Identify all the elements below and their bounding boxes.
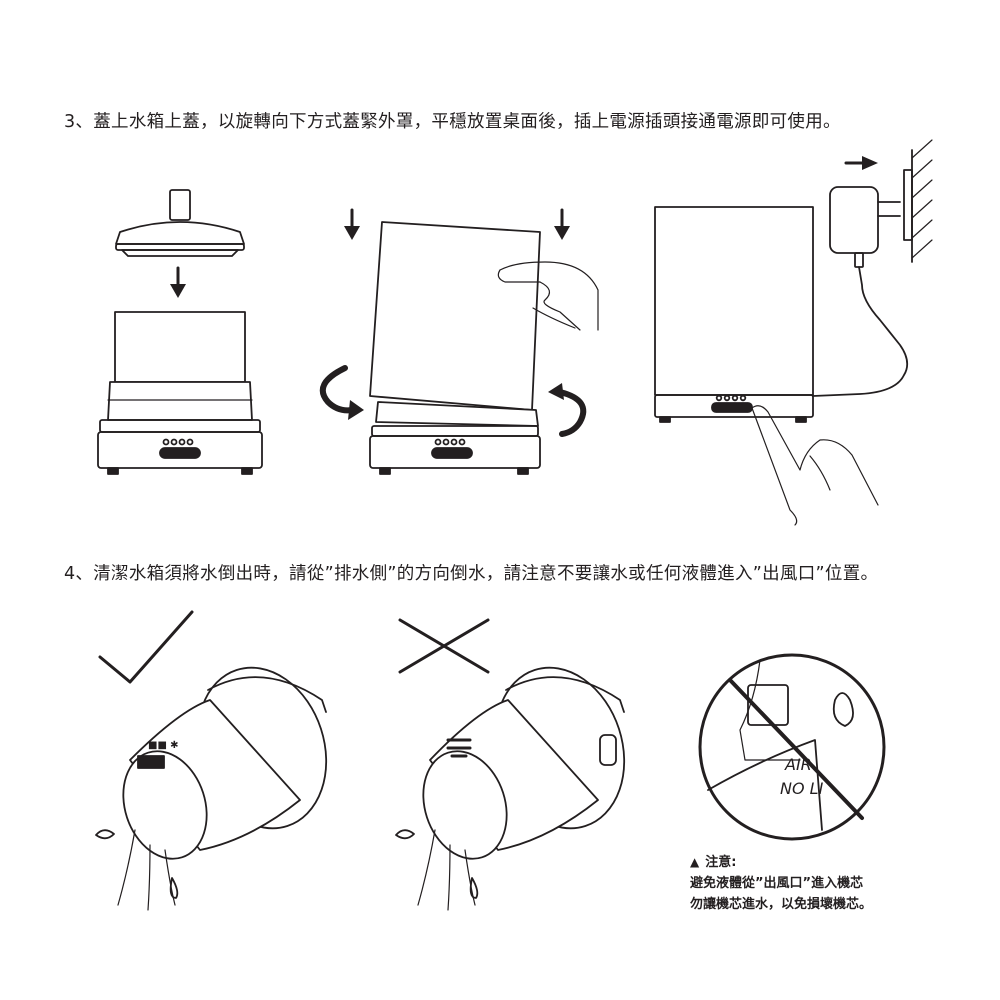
right-arrow-icon — [844, 156, 878, 170]
warning-title: 注意: — [705, 855, 737, 870]
warning-note: ▲ 注意: 避免液體從”出風口”進入機芯 勿讓機芯進水，以免損壞機芯。 — [690, 852, 872, 915]
wall-outlet — [903, 139, 933, 263]
wrong-cross-icon — [398, 618, 490, 674]
humidifier-base-twist — [369, 401, 541, 475]
rotate-arrow-left-icon — [319, 365, 364, 420]
inset-text-air: AIR — [784, 755, 812, 774]
down-arrow-right-icon — [554, 208, 570, 240]
step-3-instruction: 3、蓋上水箱上蓋，以旋轉向下方式蓋緊外罩，平穩放置桌面後，插上電源插頭接通電源即… — [64, 112, 841, 132]
svg-text:■■ ✱: ■■ ✱ — [148, 740, 178, 751]
correct-check-icon — [98, 610, 194, 684]
warning-triangle-icon: ▲ — [690, 855, 700, 869]
hand-pressing-button — [751, 405, 879, 526]
inset-text-no-liquid: NO LI — [780, 779, 824, 798]
hand-holding-cover — [497, 261, 599, 331]
tilted-tank-wrong — [395, 666, 626, 911]
no-liquid-inset: AIR NO LI — [698, 653, 886, 841]
humidifier-base-open — [97, 311, 263, 475]
tilted-tank-correct: ■■ ✱ — [95, 666, 328, 911]
down-arrow-icon — [170, 266, 186, 298]
cover-rotating — [369, 221, 541, 411]
rotate-arrow-right-icon — [548, 383, 587, 437]
warning-line-1: 避免液體從”出風口”進入機芯 — [690, 876, 864, 891]
down-arrow-left-icon — [344, 208, 360, 240]
power-adapter — [812, 186, 909, 397]
step-4-instruction: 4、清潔水箱須將水倒出時，請從”排水側”的方向倒水，請注意不要讓水或任何液體進入… — [64, 564, 879, 584]
humidifier-assembled — [654, 206, 814, 423]
lid-illustration — [115, 189, 245, 257]
warning-line-2: 勿讓機芯進水，以免損壞機芯。 — [690, 897, 873, 912]
